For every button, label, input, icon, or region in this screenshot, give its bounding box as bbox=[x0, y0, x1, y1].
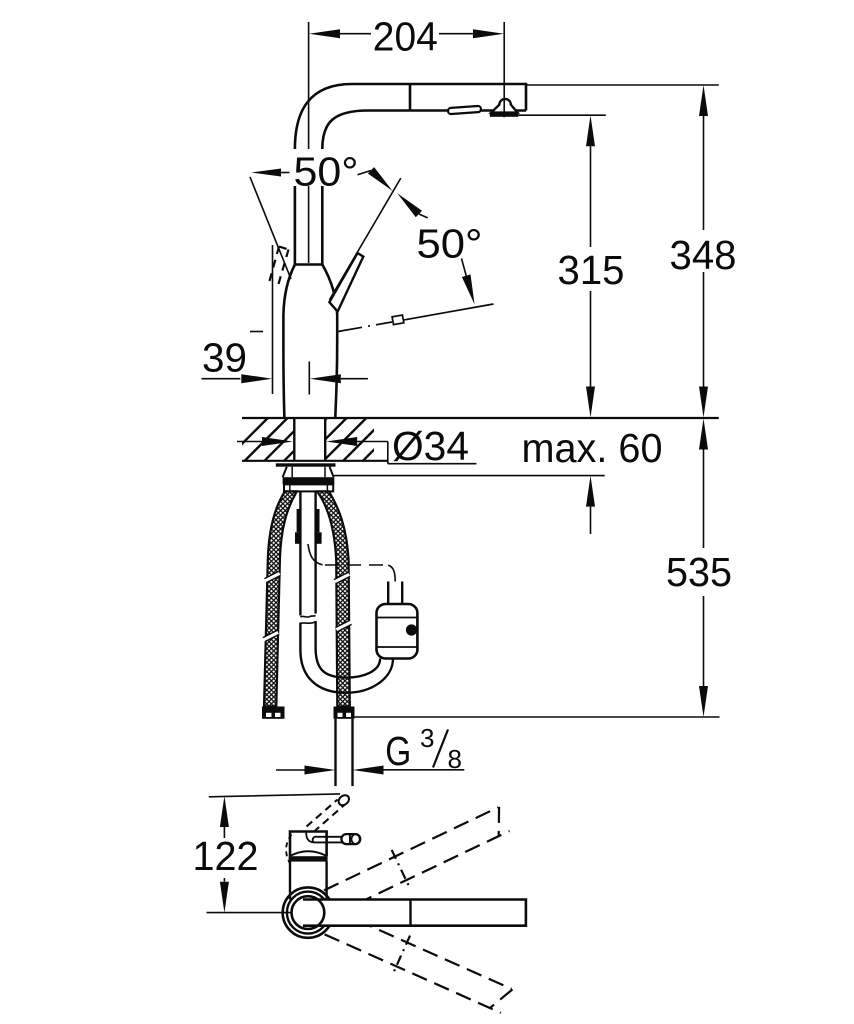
svg-text:G: G bbox=[385, 728, 411, 774]
svg-text:50°: 50° bbox=[294, 149, 359, 195]
svg-text:max. 60: max. 60 bbox=[522, 425, 663, 471]
svg-text:39: 39 bbox=[202, 335, 247, 381]
svg-text:204: 204 bbox=[373, 14, 438, 60]
svg-text:348: 348 bbox=[670, 232, 737, 278]
svg-text:Ø34: Ø34 bbox=[392, 423, 469, 469]
svg-text:535: 535 bbox=[666, 549, 732, 595]
svg-text:122: 122 bbox=[193, 833, 259, 879]
svg-text:8: 8 bbox=[448, 744, 462, 774]
svg-text:50°: 50° bbox=[417, 221, 483, 267]
svg-text:315: 315 bbox=[558, 247, 625, 293]
svg-text:3: 3 bbox=[420, 723, 434, 753]
